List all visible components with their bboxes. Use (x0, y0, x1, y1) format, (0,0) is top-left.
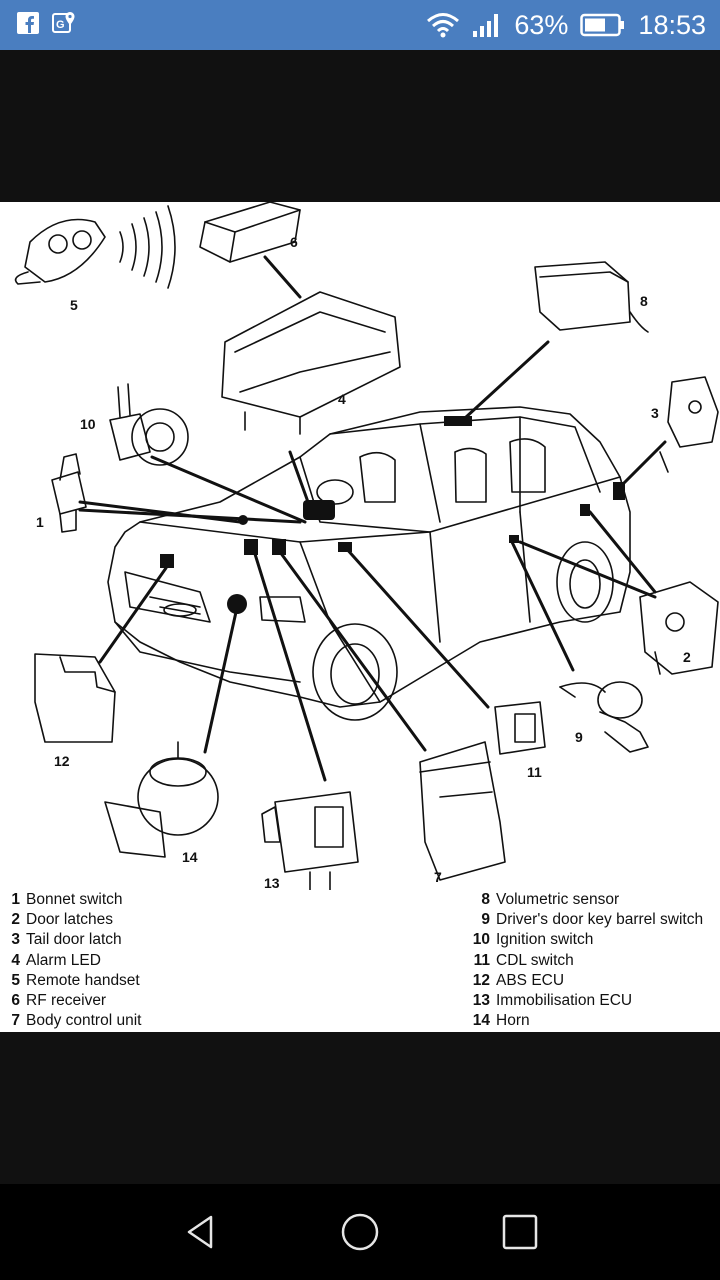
callout-9: 9 (575, 729, 583, 745)
recents-icon[interactable] (500, 1212, 540, 1252)
car-diagram-illustration: 5 6 4 8 3 10 1 2 9 11 12 14 13 7 (14, 202, 719, 890)
callout-14: 14 (182, 849, 198, 865)
svg-text:G: G (56, 19, 65, 31)
maps-icon: G (52, 12, 75, 33)
clock: 18:53 (638, 9, 706, 40)
callout-12: 12 (54, 753, 70, 769)
signal-icon (473, 14, 499, 37)
callout-2: 2 (683, 649, 691, 665)
callout-6: 6 (290, 234, 298, 250)
battery-percent: 63% (514, 9, 569, 40)
status-bar: G 63% 18:53 (0, 0, 720, 50)
callout-10: 10 (80, 416, 96, 432)
callout-4: 4 (338, 391, 346, 407)
callout-5: 5 (70, 297, 78, 313)
callout-1: 1 (36, 514, 44, 530)
callout-13: 13 (264, 875, 280, 890)
facebook-icon (17, 12, 39, 34)
bottom-letterbox (0, 1032, 720, 1184)
top-letterbox (0, 50, 720, 202)
wifi-icon (427, 13, 460, 38)
callout-11: 11 (527, 764, 542, 780)
callout-8: 8 (640, 293, 648, 309)
battery-icon (580, 13, 625, 37)
callout-3: 3 (651, 405, 659, 421)
back-icon[interactable] (180, 1212, 220, 1252)
callout-7: 7 (434, 869, 442, 885)
navigation-bar (0, 1184, 720, 1280)
home-icon[interactable] (340, 1212, 380, 1252)
